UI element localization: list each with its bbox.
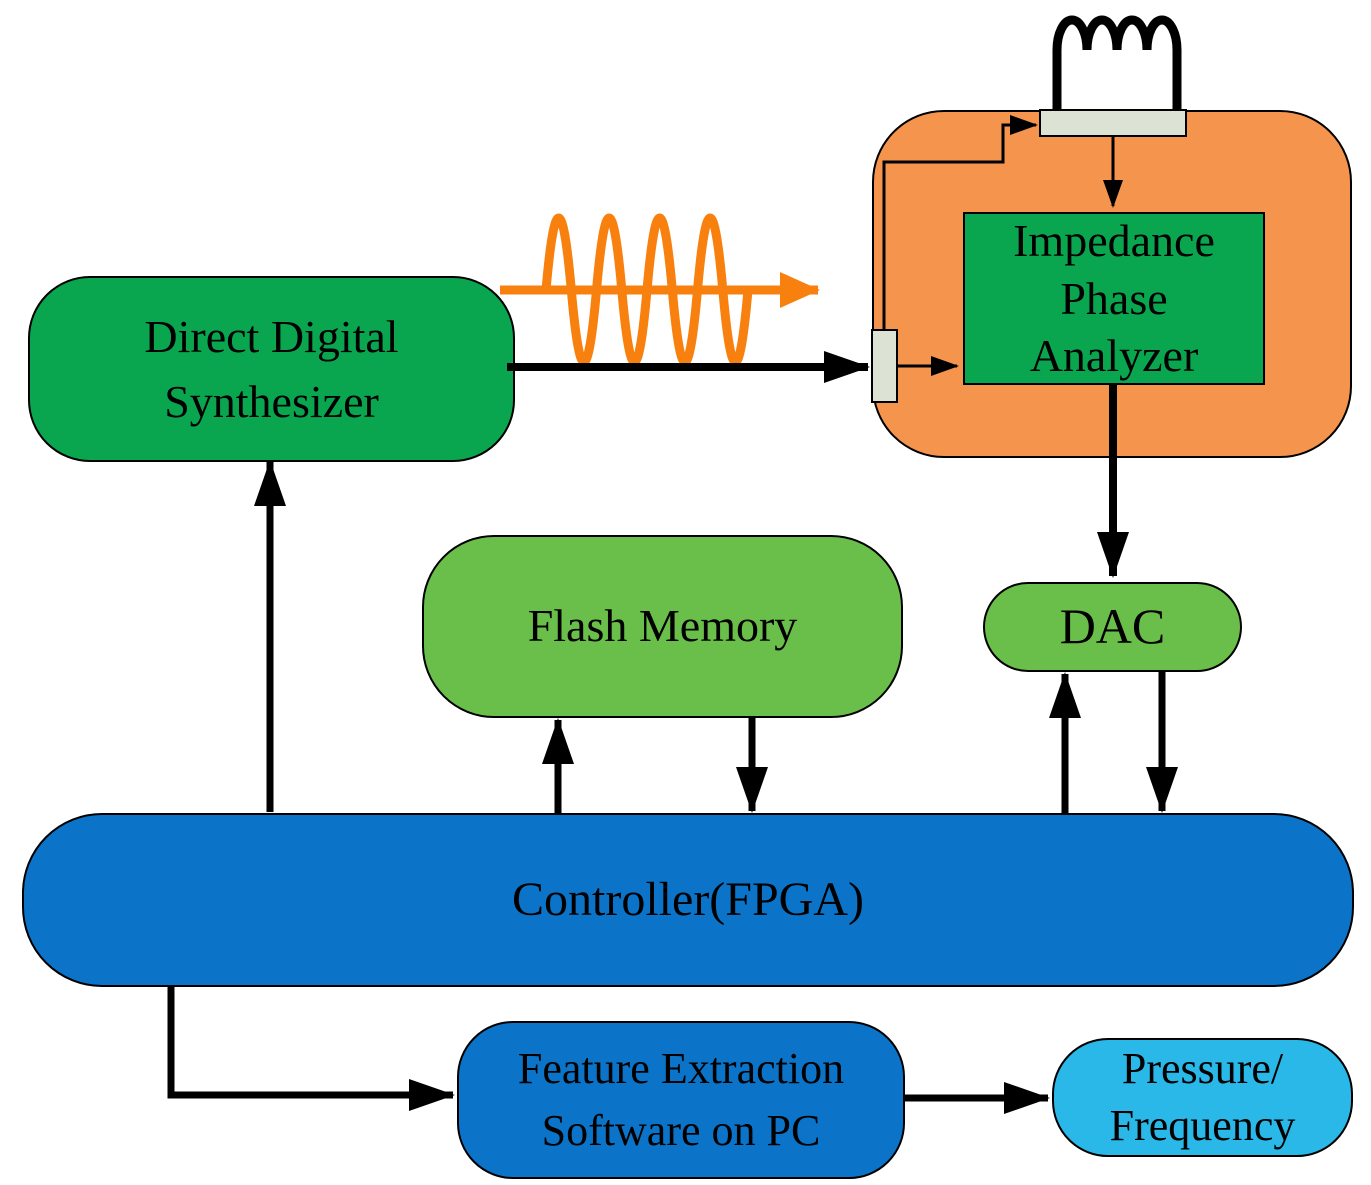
dac-label: DAC <box>1059 598 1166 655</box>
pressure-label-line2: Frequency <box>1109 1100 1296 1150</box>
impedance-phase-analyzer-box: Impedance Phase Analyzer <box>963 212 1265 385</box>
dds-label-line2: Synthesizer <box>164 376 379 427</box>
feature-label-line1: Feature Extraction <box>517 1043 845 1093</box>
controller-label: Controller(FPGA) <box>512 872 864 926</box>
analyzer-label-line1: Impedance <box>1013 214 1215 266</box>
feature-label-line2: Software on PC <box>541 1106 821 1155</box>
pressure-label-line1: Pressure/ <box>1121 1044 1284 1094</box>
controller-fpga-box: Controller(FPGA) <box>22 813 1354 987</box>
flash-memory-box: Flash Memory <box>422 535 903 718</box>
analyzer-label-line2: Phase <box>1060 272 1168 324</box>
arrow-controller-to-feature <box>167 987 455 1111</box>
analyzer-label-line3: Analyzer <box>1029 330 1199 382</box>
sine-wave-icon <box>541 213 753 367</box>
inductor-coil-icon <box>1052 15 1182 112</box>
dds-box: Direct Digital Synthesizer <box>28 276 515 462</box>
dds-label-line1: Direct Digital <box>144 310 399 362</box>
feature-extraction-box: Feature Extraction Software on PC <box>457 1021 905 1179</box>
flash-memory-label: Flash Memory <box>527 600 798 652</box>
dac-box: DAC <box>983 582 1242 672</box>
pressure-frequency-box: Pressure/ Frequency <box>1052 1038 1353 1157</box>
